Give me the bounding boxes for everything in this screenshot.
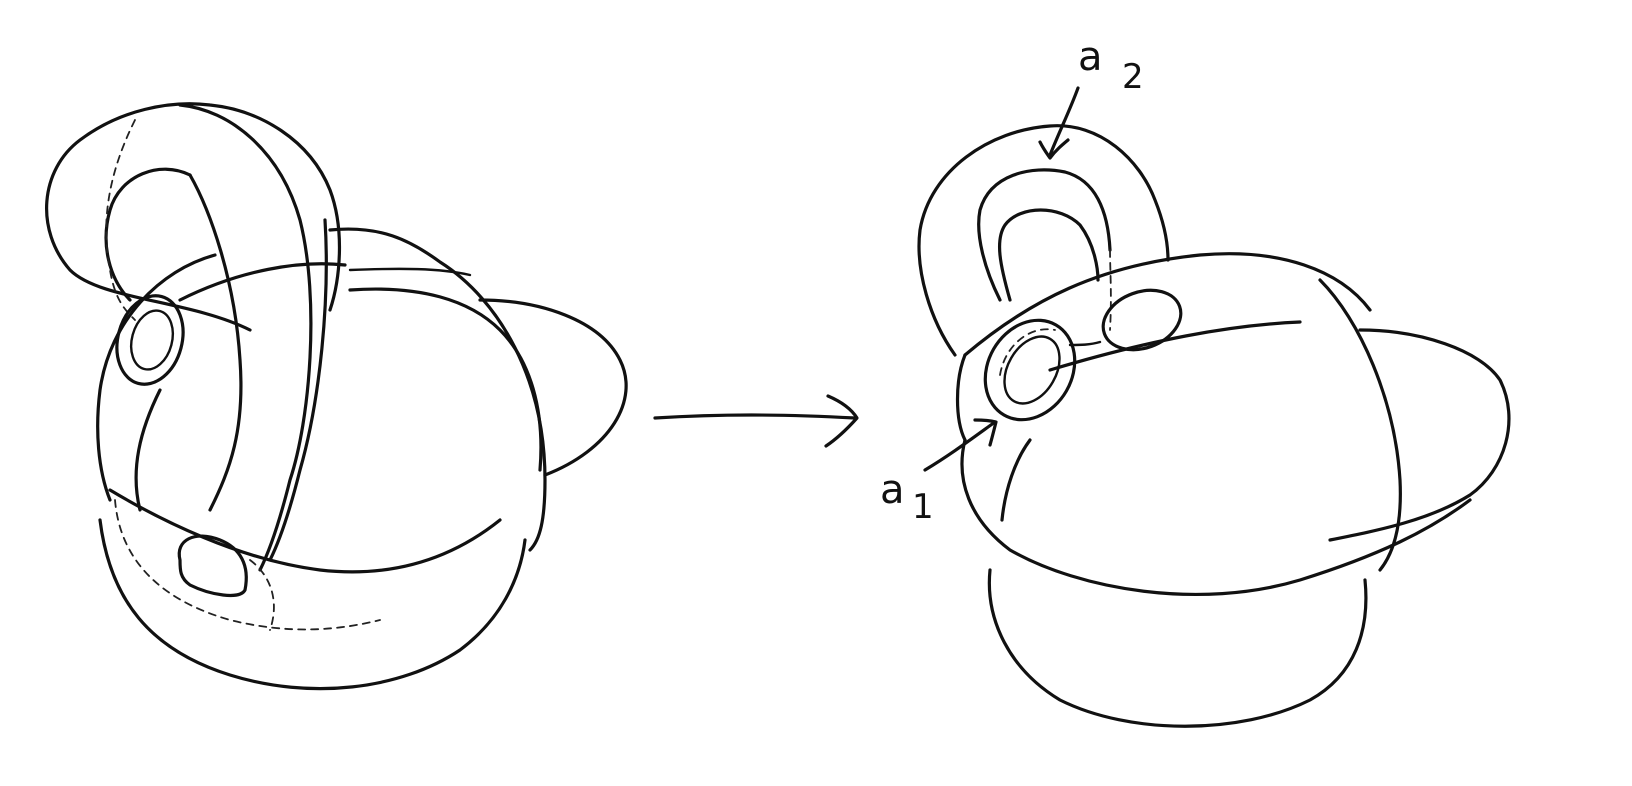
left-dome-inner-arc: [348, 287, 543, 472]
transform-arrow: [653, 394, 859, 448]
label-a2-index: 2: [1122, 57, 1144, 97]
right-hole-a1-dashed: [999, 328, 1056, 376]
left-hole-upper-inner: [129, 309, 175, 371]
left-hole-upper-outer: [115, 294, 185, 386]
right-handle-dashed: [1109, 249, 1112, 331]
label-a2-letter: a: [1078, 34, 1103, 80]
right-surface-figure: a 1 a 2: [880, 34, 1511, 728]
left-dome-outline: [328, 227, 547, 552]
right-hole-connector: [1068, 340, 1102, 347]
left-handle-inner-2: [104, 167, 192, 302]
left-handle-dashed: [105, 119, 136, 321]
label-a1-letter: a: [880, 467, 905, 513]
right-handle-band: [977, 168, 1112, 302]
left-lower-dashed: [249, 559, 275, 631]
a1-pointer-shaft: [923, 420, 997, 472]
right-sphere-inner-arc: [1000, 438, 1032, 522]
arrow-shaft: [653, 413, 857, 420]
right-brim-front: [960, 438, 1472, 597]
label-a1-index: 1: [912, 487, 934, 527]
a2-pointer-head: [1038, 138, 1070, 160]
left-sphere-arc: [178, 262, 347, 302]
left-hole-lower: [177, 534, 248, 598]
right-sphere-left: [955, 353, 967, 442]
left-belly: [98, 518, 527, 691]
left-belly-band: [108, 488, 502, 574]
right-brim-top: [1328, 328, 1511, 542]
right-bowl: [987, 568, 1368, 728]
left-brim-top-line: [348, 267, 472, 277]
left-brim-right: [478, 298, 628, 477]
left-handle-strand-2: [268, 218, 328, 562]
right-sphere-right: [1318, 278, 1402, 572]
right-sphere-arc: [1048, 320, 1302, 372]
right-handle-inner: [998, 208, 1100, 302]
right-sphere-top: [963, 252, 1372, 357]
left-handle-inner: [178, 103, 313, 572]
left-surface-figure: [45, 102, 628, 691]
left-handle-strand: [188, 173, 243, 512]
right-hole-a1-inner: [1003, 335, 1061, 405]
a1-pointer-head: [973, 418, 998, 447]
arrow-head: [824, 394, 859, 448]
right-handle-outer: [917, 124, 1170, 357]
left-handle-outer: [45, 102, 342, 332]
left-sphere-front: [96, 253, 217, 502]
a2-pointer-shaft: [1048, 86, 1080, 157]
right-hole-second: [1101, 288, 1183, 352]
left-belly-dashed: [114, 499, 381, 631]
right-hole-a1-outer: [983, 318, 1077, 422]
left-inner-vertical: [134, 388, 162, 512]
